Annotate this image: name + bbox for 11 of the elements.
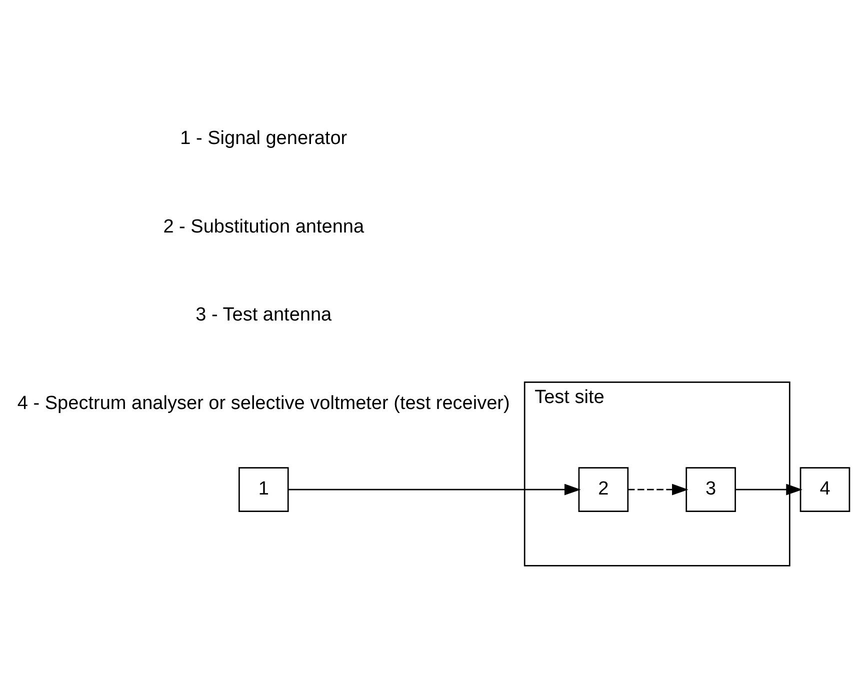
node-box: 3 xyxy=(686,466,736,512)
arrow xyxy=(628,483,688,495)
arrow xyxy=(736,483,802,495)
label: 3 - Test antenna xyxy=(196,304,332,326)
arrow xyxy=(288,483,581,495)
label: 4 - Spectrum analyser or selective voltmeter (test receiver) xyxy=(17,392,510,414)
label: 2 - Substitution antenna xyxy=(163,216,364,237)
node-box: 2 xyxy=(578,466,629,512)
node-box: 1 xyxy=(238,466,289,512)
node-box: 4 xyxy=(800,466,850,512)
label: 1 - Signal generator xyxy=(180,127,348,148)
